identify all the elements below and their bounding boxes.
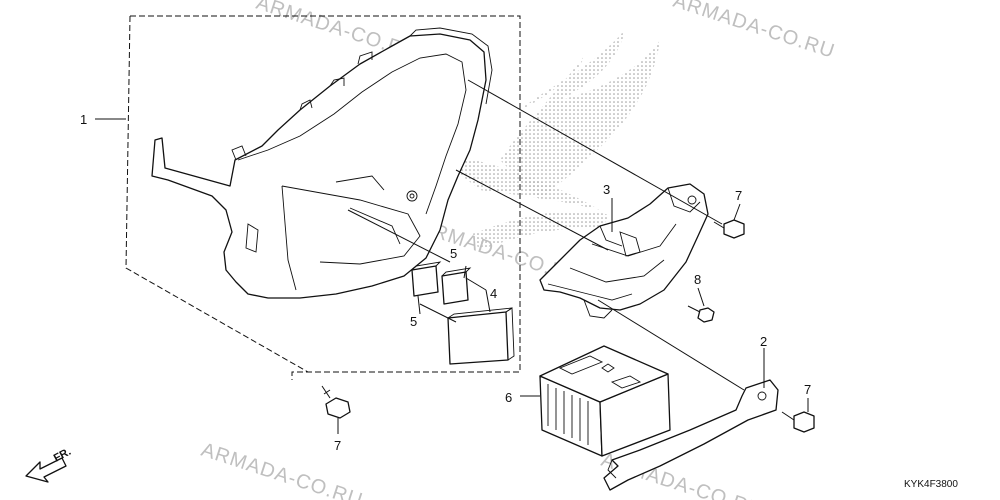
battery-box-part (151, 27, 493, 299)
callout-5-upper: 5 (450, 246, 457, 261)
pad-part-5-right (441, 267, 472, 305)
battery-stay-part-2 (603, 379, 779, 491)
assembly-box-outline (130, 15, 521, 380)
front-direction-label: FR. (52, 446, 73, 465)
callout-6: 6 (505, 390, 512, 405)
wing-logo-watermark (430, 30, 660, 250)
battery-part-6 (539, 345, 671, 457)
pad-part-5-left (411, 261, 442, 297)
callout-7-top-right: 7 (735, 188, 742, 203)
callout-4: 4 (490, 286, 497, 301)
callout-5-lower: 5 (410, 314, 417, 329)
bolt-7-bottom-right (781, 411, 815, 433)
callout-1: 1 (80, 112, 87, 127)
callout-7-bottom-left: 7 (334, 438, 341, 453)
diagram-code: KYK4F3800 (904, 479, 958, 490)
callout-2: 2 (760, 334, 767, 349)
callout-8: 8 (694, 272, 701, 287)
pad-part-4 (447, 307, 515, 365)
battery-holder-part-3 (539, 183, 709, 319)
bolt-8 (687, 305, 715, 323)
callout-7-bottom-right: 7 (804, 382, 811, 397)
watermark-top-right: ARMADA-CO.RU (670, 0, 837, 63)
front-direction-arrow (25, 457, 67, 483)
callout-3: 3 (603, 182, 610, 197)
bolt-7-top-right (713, 219, 745, 239)
bolt-7-bottom-left (321, 385, 351, 419)
